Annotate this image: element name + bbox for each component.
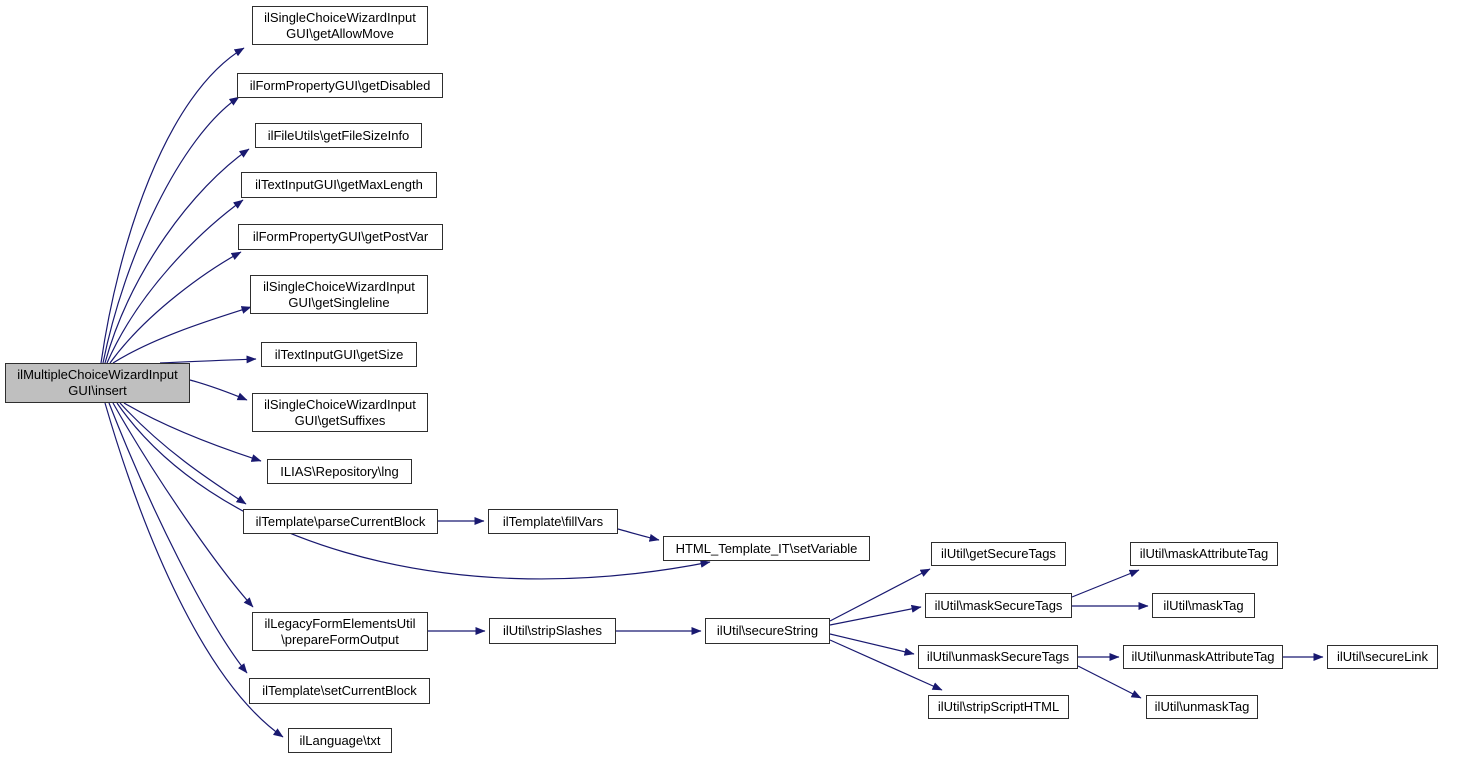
node-getSuffixes[interactable]: ilSingleChoiceWizardInput GUI\getSuffixe… [252, 393, 428, 432]
node-unmaskSecureTags-label: ilUtil\unmaskSecureTags [926, 649, 1070, 664]
node-fillVars-label: ilTemplate\fillVars [502, 513, 604, 529]
node-maskSecureTags-label: ilUtil\maskSecureTags [934, 597, 1063, 613]
edge-secureString-maskSecureTags [829, 604, 922, 626]
node-stripScriptHTML-label: ilUtil\stripScriptHTML [937, 699, 1060, 714]
node-txt-label: ilLanguage\txt [299, 732, 381, 748]
node-prepareFormOutput-label-1: ilLegacyFormElementsUtil [264, 615, 416, 631]
node-lng[interactable]: ILIAS\Repository\lng [267, 459, 412, 484]
node-getAllowMove-label-1: ilSingleChoiceWizardInput [264, 9, 416, 25]
node-lng-label: ILIAS\Repository\lng [280, 463, 399, 479]
node-prepareFormOutput[interactable]: ilLegacyFormElementsUtil \prepareFormOut… [252, 612, 428, 651]
edge-insert-getPostVar [109, 251, 242, 364]
node-insert-label-1: ilMultipleChoiceWizardInput [17, 367, 178, 382]
node-secureLink-label: ilUtil\secureLink [1336, 649, 1429, 664]
node-secureString[interactable]: ilUtil\secureString [705, 618, 830, 644]
node-setVariable-label: HTML_Template_IT\setVariable [675, 540, 858, 556]
node-stripSlashes-label: ilUtil\stripSlashes [503, 623, 602, 638]
node-maskSecureTags[interactable]: ilUtil\maskSecureTags [925, 593, 1072, 618]
node-setCurrentBlock-label: ilTemplate\setCurrentBlock [262, 683, 417, 698]
node-getSingleline-label-1: ilSingleChoiceWizardInput [263, 278, 415, 294]
node-getSingleline-label-2: GUI\getSingleline [288, 294, 390, 310]
node-getAllowMove-label-2: GUI\getAllowMove [286, 25, 394, 41]
node-parseCurrentBlock-label: ilTemplate\parseCurrentBlock [255, 513, 426, 529]
edge-insert-parseCurrentBlock [119, 402, 247, 505]
edge-insert-lng [123, 402, 262, 462]
edge-secureString-getSecureTags [829, 568, 931, 622]
edge-secureString-unmaskSecureTags [829, 633, 915, 656]
node-parseCurrentBlock[interactable]: ilTemplate\parseCurrentBlock [243, 509, 438, 534]
node-getSingleline[interactable]: ilSingleChoiceWizardInput GUI\getSinglel… [250, 275, 428, 314]
node-unmaskAttributeTag-label: ilUtil\unmaskAttributeTag [1131, 649, 1275, 664]
node-getSize-label: ilTextInputGUI\getSize [274, 346, 404, 362]
edge-insert-getAllowMove [100, 47, 245, 364]
node-secureString-label: ilUtil\secureString [716, 623, 819, 638]
node-getSecureTags[interactable]: ilUtil\getSecureTags [931, 542, 1066, 566]
edge-insert-getMaxLength [106, 199, 244, 364]
node-getSuffixes-label-2: GUI\getSuffixes [294, 412, 386, 428]
node-stripScriptHTML[interactable]: ilUtil\stripScriptHTML [928, 695, 1069, 719]
edge-insert-prepareFormOutput [112, 402, 254, 608]
node-prepareFormOutput-label-2: \prepareFormOutput [281, 631, 399, 647]
node-unmaskSecureTags[interactable]: ilUtil\unmaskSecureTags [918, 645, 1078, 669]
edge-fillVars-setVariable [617, 528, 660, 542]
edge-insert-getDisabled [102, 96, 240, 364]
node-getFileSizeInfo-label: ilFileUtils\getFileSizeInfo [267, 127, 410, 143]
edge-unmaskSecureTags-unmaskTag [1077, 665, 1142, 699]
node-getDisabled[interactable]: ilFormPropertyGUI\getDisabled [237, 73, 443, 98]
node-maskAttributeTag-label: ilUtil\maskAttributeTag [1139, 546, 1269, 561]
node-unmaskTag-label: ilUtil\unmaskTag [1154, 699, 1250, 714]
node-fillVars[interactable]: ilTemplate\fillVars [488, 509, 618, 534]
node-txt[interactable]: ilLanguage\txt [288, 728, 392, 753]
edge-insert-setCurrentBlock [108, 402, 248, 674]
node-getFileSizeInfo[interactable]: ilFileUtils\getFileSizeInfo [255, 123, 422, 148]
node-getPostVar-label: ilFormPropertyGUI\getPostVar [252, 229, 429, 244]
node-getPostVar[interactable]: ilFormPropertyGUI\getPostVar [238, 224, 443, 250]
node-getMaxLength[interactable]: ilTextInputGUI\getMaxLength [241, 172, 437, 198]
node-stripSlashes[interactable]: ilUtil\stripSlashes [489, 618, 616, 644]
node-maskTag[interactable]: ilUtil\maskTag [1152, 593, 1255, 618]
node-getMaxLength-label: ilTextInputGUI\getMaxLength [255, 177, 423, 192]
node-unmaskTag[interactable]: ilUtil\unmaskTag [1146, 695, 1258, 719]
node-setVariable[interactable]: HTML_Template_IT\setVariable [663, 536, 870, 561]
node-insert-label-2: GUI\insert [68, 383, 127, 398]
node-insert[interactable]: ilMultipleChoiceWizardInput GUI\insert [5, 363, 190, 403]
node-maskTag-label: ilUtil\maskTag [1163, 597, 1244, 613]
edge-insert-getFileSizeInfo [104, 148, 250, 364]
node-getSuffixes-label-1: ilSingleChoiceWizardInput [264, 396, 416, 412]
node-getSecureTags-label: ilUtil\getSecureTags [941, 546, 1056, 561]
edge-insert-getSingleline [112, 306, 252, 364]
node-unmaskAttributeTag[interactable]: ilUtil\unmaskAttributeTag [1123, 645, 1283, 669]
node-secureLink[interactable]: ilUtil\secureLink [1327, 645, 1438, 669]
edge-insert-getSuffixes [189, 379, 248, 401]
node-getDisabled-label: ilFormPropertyGUI\getDisabled [249, 77, 431, 93]
node-setCurrentBlock[interactable]: ilTemplate\setCurrentBlock [249, 678, 430, 704]
node-maskAttributeTag[interactable]: ilUtil\maskAttributeTag [1130, 542, 1278, 566]
edge-maskSecureTags-maskAttributeTag [1071, 569, 1140, 598]
node-getAllowMove[interactable]: ilSingleChoiceWizardInput GUI\getAllowMo… [252, 6, 428, 45]
node-getSize[interactable]: ilTextInputGUI\getSize [261, 342, 417, 367]
